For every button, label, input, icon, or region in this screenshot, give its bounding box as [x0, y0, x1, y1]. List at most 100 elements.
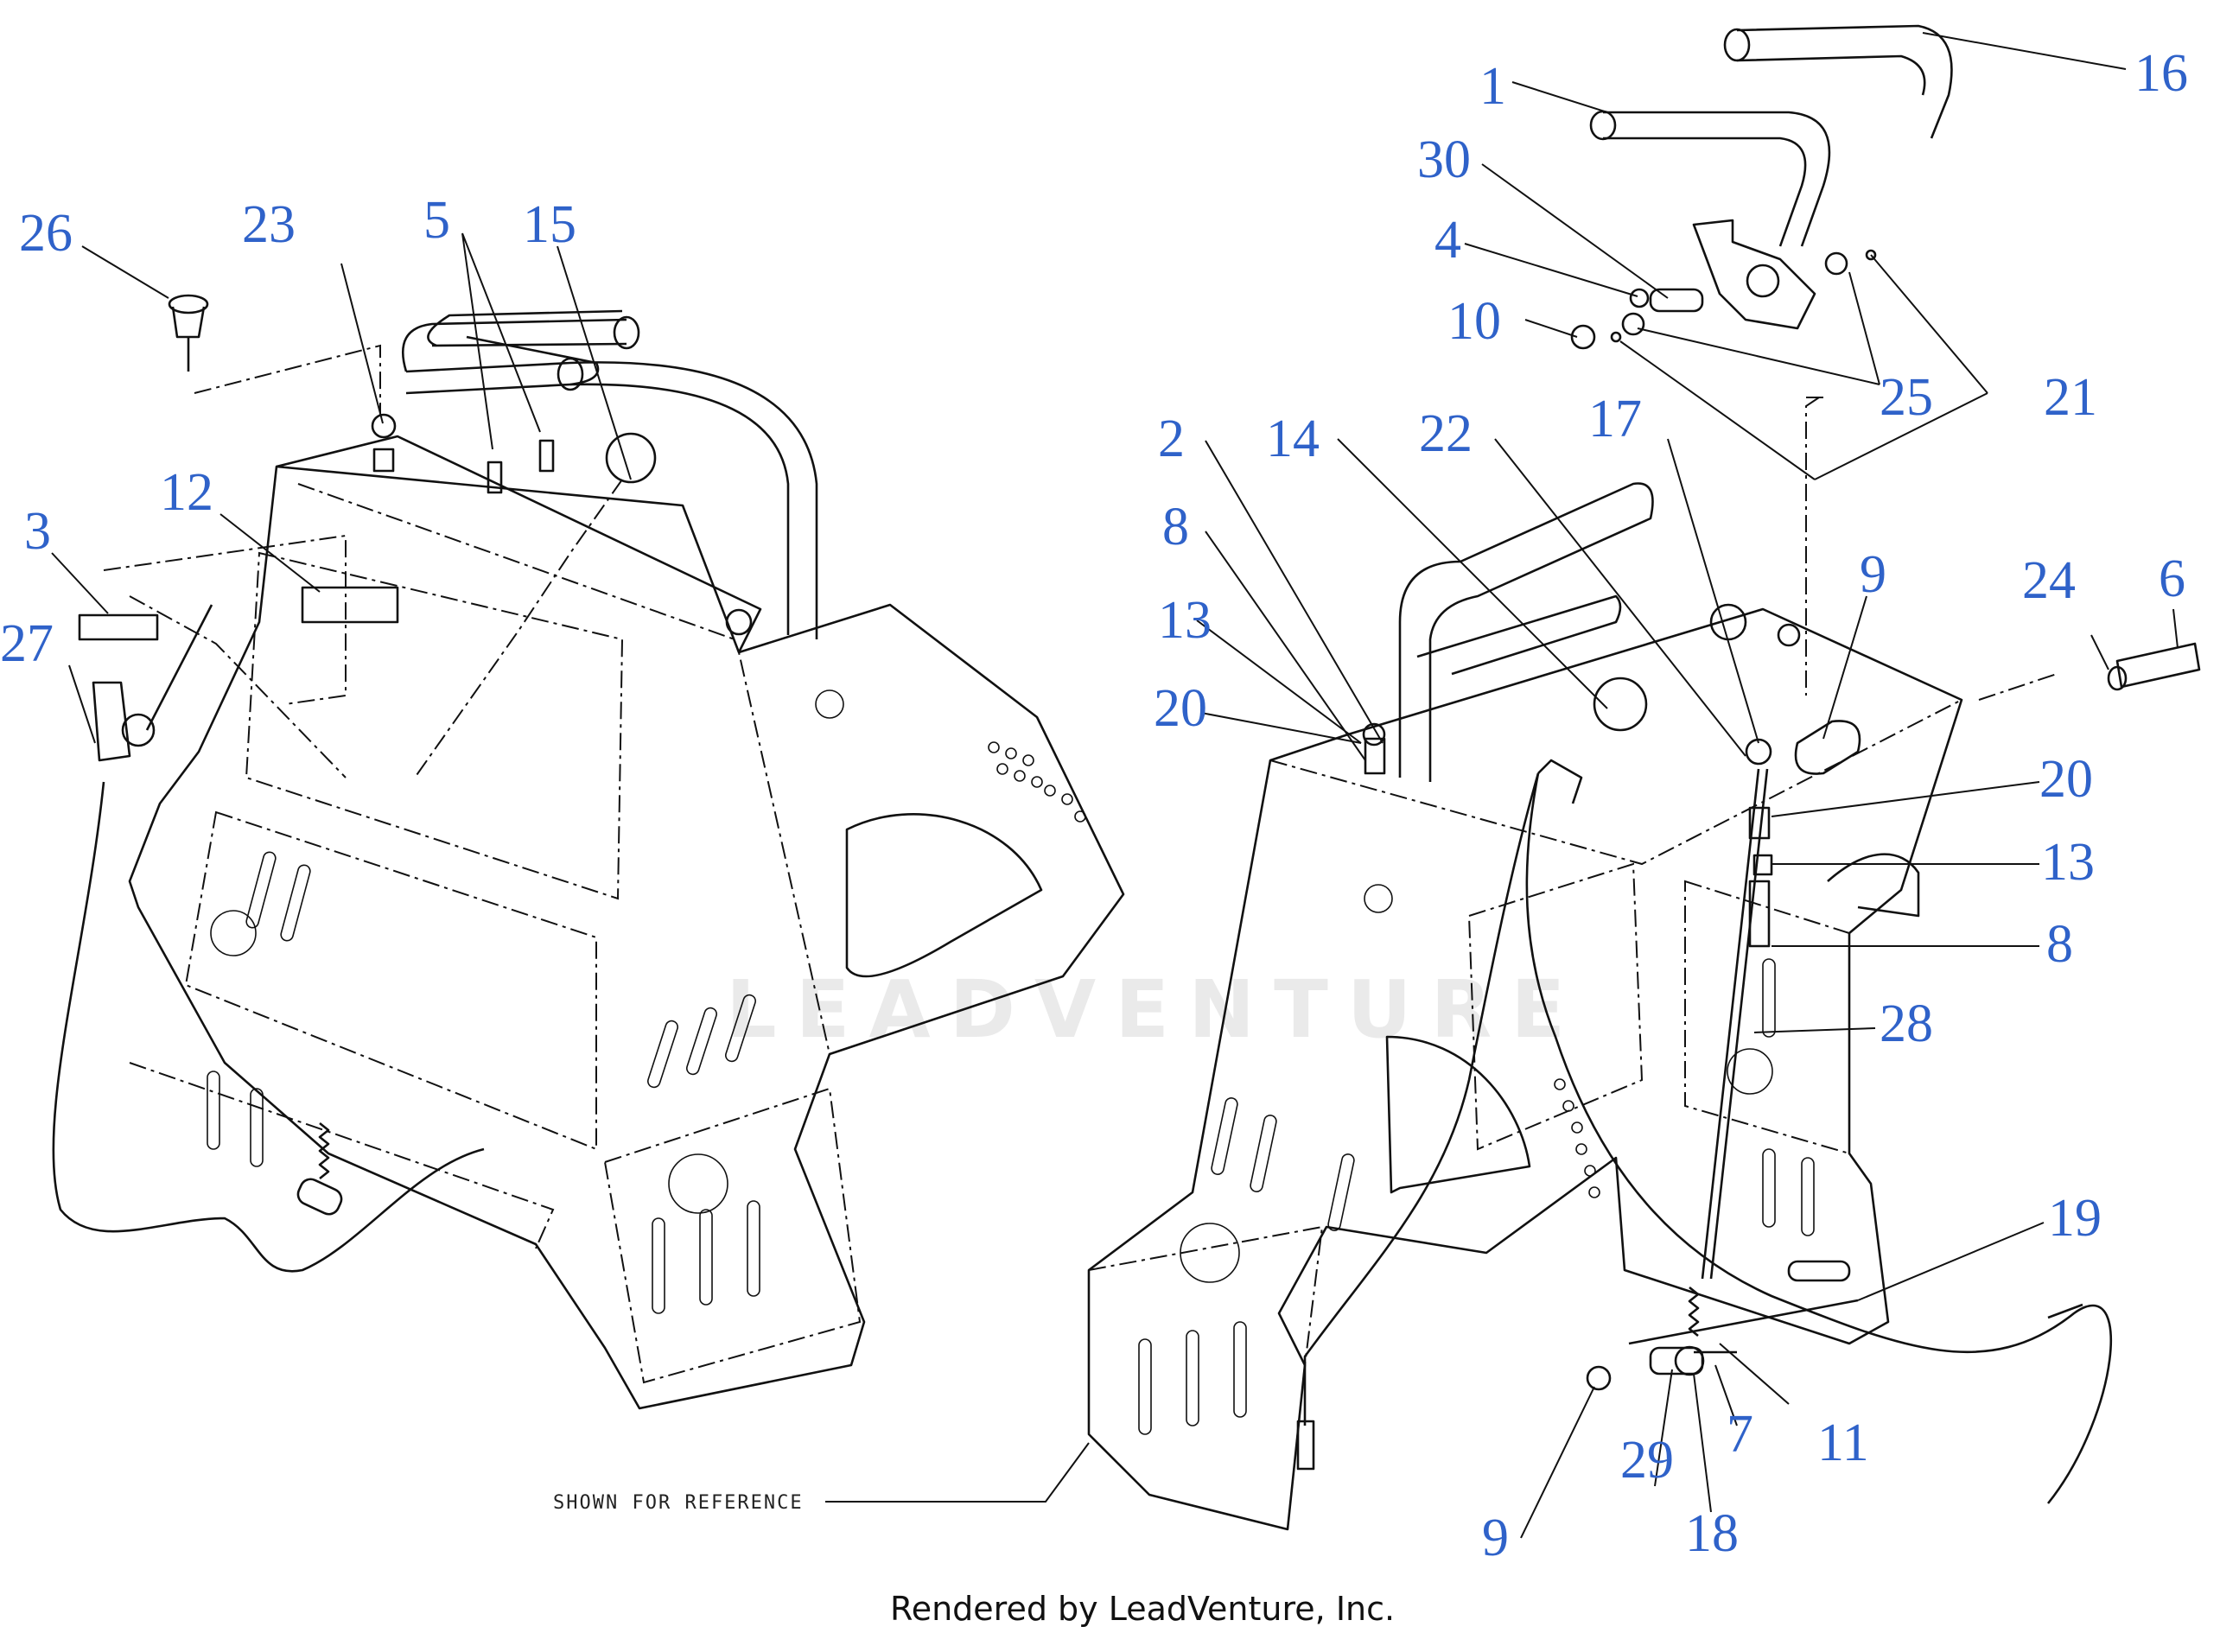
right-cable-2	[1303, 772, 1540, 1426]
callout-12: 12	[160, 463, 213, 522]
left-nut-right	[725, 608, 753, 636]
right-cable-end	[2047, 1303, 2083, 1319]
left-frame-window-lower	[184, 810, 597, 1151]
nut-right-top	[1777, 623, 1801, 647]
watermark-text: LEADVENTURE	[726, 963, 1584, 1056]
left-handle-bar-loop	[402, 318, 627, 372]
right-handle-bar-2	[1416, 594, 1622, 676]
left-side-plate	[737, 603, 1125, 1056]
callout-13-lower: 13	[2041, 833, 2095, 892]
left-frame-top	[276, 435, 762, 653]
callout-14: 14	[1266, 410, 1320, 468]
lever-16	[1736, 24, 1953, 139]
left-handle-bar-loop-2	[427, 309, 623, 347]
left-explode-line-12	[129, 595, 347, 778]
callout-17: 17	[1588, 390, 1642, 448]
lever-1	[1603, 111, 1831, 247]
bearing-25b	[1621, 312, 1645, 336]
left-bolt-top	[372, 448, 395, 473]
callout-4: 4	[1434, 211, 1461, 270]
left-throttle-cable	[52, 781, 485, 1273]
right-frame-inner-1	[1467, 862, 1644, 1151]
left-knob-15	[605, 432, 657, 484]
right-side-plate-cutout	[1385, 1035, 1531, 1194]
left-handle-end	[557, 357, 584, 391]
nut-20a	[1362, 722, 1386, 747]
callout-30: 30	[1417, 130, 1471, 189]
left-control-lever	[145, 604, 213, 731]
callout-20-lower: 20	[2039, 750, 2093, 809]
callout-2: 2	[1158, 410, 1185, 468]
left-nut-23	[371, 413, 397, 439]
left-handle-end-2	[613, 315, 640, 350]
callout-21: 21	[2044, 368, 2097, 427]
nut-stack-8-13-20	[1364, 737, 1386, 775]
pivot-tube-9	[1794, 720, 1861, 775]
right-frame-lower	[1088, 1225, 1324, 1530]
leader-lines	[51, 32, 2179, 1539]
callout-28: 28	[1880, 994, 1933, 1053]
lever-16-end	[1723, 28, 1751, 62]
callout-13: 13	[1158, 591, 1212, 650]
hose	[1827, 853, 1920, 918]
left-frame-outline	[128, 465, 1125, 1410]
callout-15: 15	[523, 195, 576, 254]
callout-6: 6	[2159, 550, 2185, 608]
left-bracket	[78, 613, 159, 641]
callout-18: 18	[1685, 1504, 1739, 1563]
watermark: LEADVENTURE	[726, 963, 1584, 1056]
left-frame-window-upper	[245, 551, 624, 900]
pin-6	[2115, 642, 2201, 689]
right-handle-bar	[1398, 482, 1654, 782]
right-cable-fitting	[1296, 1420, 1315, 1471]
callout-26: 26	[19, 204, 73, 263]
washer-21b	[1610, 331, 1622, 343]
right-frame-outline	[1087, 607, 1963, 1531]
left-side-plate-cutout	[845, 813, 1043, 978]
left-slots	[207, 851, 760, 1314]
fitting-20	[1748, 806, 1771, 840]
right-cable-1	[1525, 772, 2113, 1504]
lever-1-end	[1589, 110, 1617, 141]
control-rod-28b	[1709, 768, 1769, 1280]
left-cable-fitting	[296, 1178, 343, 1216]
callout-9-lower: 9	[1482, 1509, 1509, 1567]
callout-9: 9	[1860, 545, 1886, 604]
left-pivot-bracket	[92, 681, 131, 762]
left-handle-bar-front	[466, 335, 600, 386]
right-frame-inner-2	[1684, 880, 1850, 1155]
bushing-18	[1674, 1345, 1705, 1376]
callout-24: 24	[2022, 551, 2076, 610]
callout-20: 20	[1154, 679, 1207, 738]
callouts: 1 16 30 4 10 25 21 26 23 5 15 12 3 27 2 …	[0, 44, 2188, 1567]
lever-explode-line	[1805, 397, 1823, 696]
callout-3: 3	[24, 502, 51, 561]
lever-pivot-bore	[1746, 264, 1780, 298]
link-bar-19	[1628, 1299, 1859, 1345]
callout-11: 11	[1817, 1414, 1869, 1472]
nut-10	[1570, 324, 1596, 350]
pin-30	[1649, 288, 1704, 313]
left-switch-bracket-12	[301, 586, 399, 624]
left-pivot	[121, 713, 156, 747]
nut-9b	[1586, 1365, 1612, 1391]
right-holes	[1180, 884, 1773, 1283]
callout-8-lower: 8	[2046, 915, 2073, 974]
callout-10: 10	[1447, 292, 1501, 351]
callout-29: 29	[1620, 1431, 1674, 1490]
right-knob	[1593, 677, 1648, 732]
left-explode-line-26	[194, 344, 381, 415]
callout-25: 25	[1880, 368, 1933, 427]
switch-harness	[1537, 759, 1583, 804]
left-handle-bar-rear-in	[405, 383, 790, 635]
credit-text: Rendered by LeadVenture, Inc.	[890, 1590, 1395, 1628]
callout-5: 5	[423, 191, 450, 250]
callout-19: 19	[2048, 1189, 2102, 1248]
callout-16: 16	[2134, 44, 2188, 103]
left-holes	[210, 689, 1086, 1214]
spacer-8	[1748, 880, 1771, 948]
left-handle-bar-rear	[405, 361, 818, 639]
callout-27: 27	[0, 614, 54, 673]
left-bolts-5	[487, 439, 555, 494]
bolt-4	[1629, 288, 1650, 308]
